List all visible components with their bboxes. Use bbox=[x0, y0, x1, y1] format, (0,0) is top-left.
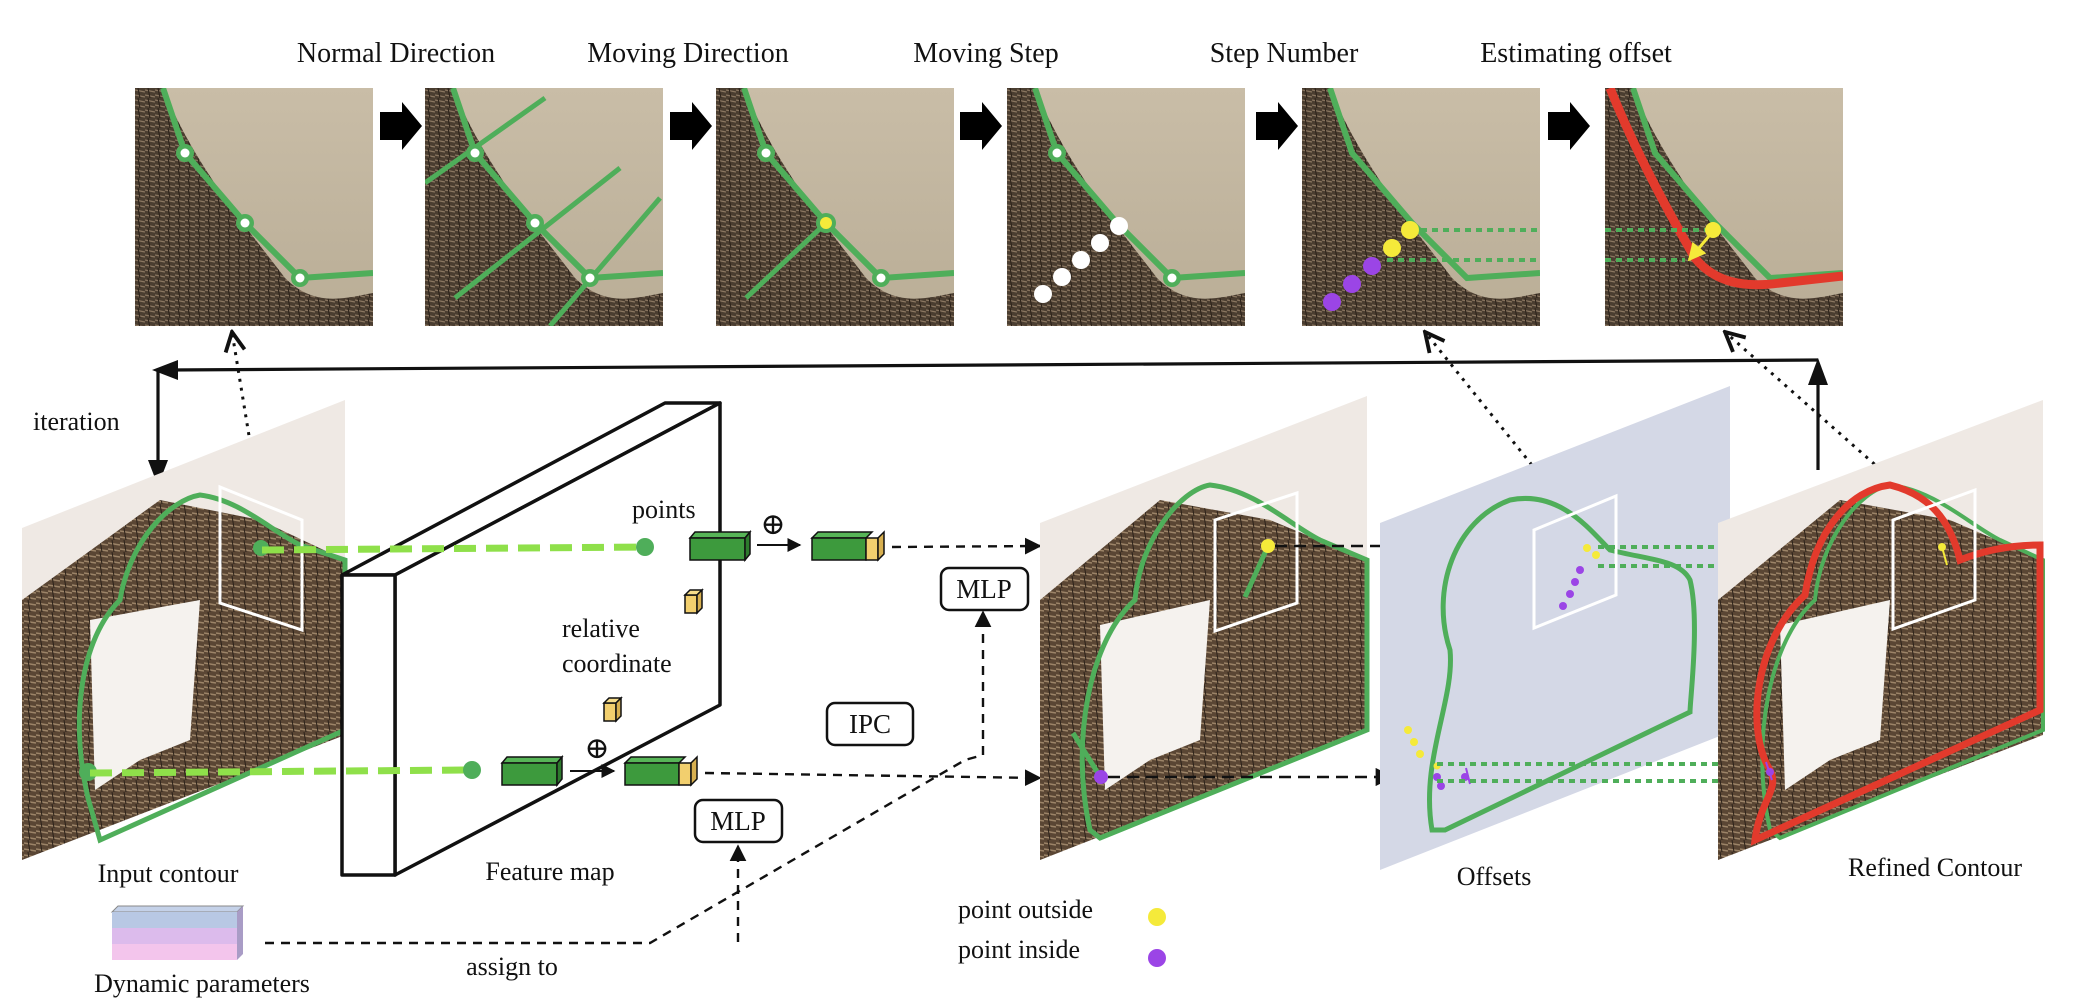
step-label-moving-direction: Moving Direction bbox=[587, 38, 788, 69]
feature-map bbox=[340, 401, 722, 877]
step-arrow-5 bbox=[1548, 102, 1590, 150]
feature-vector-upper-concat bbox=[810, 530, 885, 562]
legend-inside-marker bbox=[1148, 949, 1166, 967]
svg-text:MLP: MLP bbox=[710, 806, 766, 836]
iteration-loop-arrow bbox=[148, 358, 1828, 486]
tile-step-number bbox=[1007, 88, 1245, 326]
lower-flow-arrow bbox=[704, 769, 1042, 787]
offsets-label: Offsets bbox=[1457, 862, 1532, 891]
relative-coordinate-label-2: coordinate bbox=[562, 649, 672, 678]
zoom-connector-refined bbox=[1725, 332, 1916, 502]
legend-inside-label: point inside bbox=[958, 935, 1080, 964]
step-label-estimating-offset: Estimating offset bbox=[1480, 38, 1672, 69]
step-label-normal-direction: Normal Direction bbox=[297, 38, 495, 69]
svg-text:IPC: IPC bbox=[849, 709, 891, 739]
iteration-label: iteration bbox=[33, 407, 120, 436]
feature-vector-lower-concat bbox=[623, 755, 698, 787]
step-arrow-3 bbox=[960, 102, 1002, 150]
input-contour-label: Input contour bbox=[98, 859, 239, 888]
step-label-step-number: Step Number bbox=[1210, 38, 1359, 69]
step-arrow-1 bbox=[380, 102, 422, 150]
sample-point-lower bbox=[463, 761, 481, 779]
sample-point-upper bbox=[636, 538, 654, 556]
middle-contour-panel bbox=[1040, 396, 1370, 860]
step-arrow-4 bbox=[1256, 102, 1298, 150]
refined-contour-label: Refined Contour bbox=[1848, 853, 2022, 882]
tile-estimating-offset bbox=[1605, 88, 1843, 326]
legend-outside-label: point outside bbox=[958, 895, 1093, 924]
svg-text:MLP: MLP bbox=[956, 574, 1012, 604]
ipc-box: IPC bbox=[825, 701, 915, 747]
legend-outside-marker bbox=[1148, 908, 1166, 926]
assign-flow-line bbox=[265, 610, 992, 945]
tile-step-number-result bbox=[1302, 88, 1540, 326]
feature-map-label: Feature map bbox=[485, 857, 614, 886]
concat-symbol-lower: ⊕ bbox=[584, 732, 609, 765]
concat-symbol-upper: ⊕ bbox=[760, 508, 785, 541]
points-label: points bbox=[632, 495, 696, 524]
feature-vector-upper bbox=[688, 529, 752, 563]
assign-to-label: assign to bbox=[466, 952, 558, 981]
tile-moving-direction bbox=[425, 88, 663, 326]
dynamic-parameters-label: Dynamic parameters bbox=[94, 969, 310, 998]
offsets-panel bbox=[1380, 386, 1730, 870]
upper-flow-arrow bbox=[891, 537, 1042, 555]
input-contour-panel bbox=[22, 400, 348, 860]
tile-normal-direction bbox=[135, 88, 373, 326]
zoom-connector-input bbox=[232, 332, 264, 516]
step-arrow-2 bbox=[670, 102, 712, 150]
step-label-moving-step: Moving Step bbox=[913, 38, 1058, 69]
feature-vector-lower bbox=[500, 754, 564, 788]
refined-contour-panel bbox=[1718, 400, 2045, 860]
legend: point outside point inside bbox=[958, 895, 1166, 967]
rel-coord-cube-lower bbox=[602, 696, 623, 723]
relative-coordinate-label-1: relative bbox=[562, 614, 640, 643]
tile-moving-step bbox=[716, 88, 954, 326]
mlp-box-lower: MLP bbox=[693, 798, 784, 844]
dynamic-parameters-block bbox=[110, 905, 245, 960]
mlp-box-upper: MLP bbox=[939, 566, 1030, 612]
rel-coord-cube-upper bbox=[683, 588, 704, 615]
